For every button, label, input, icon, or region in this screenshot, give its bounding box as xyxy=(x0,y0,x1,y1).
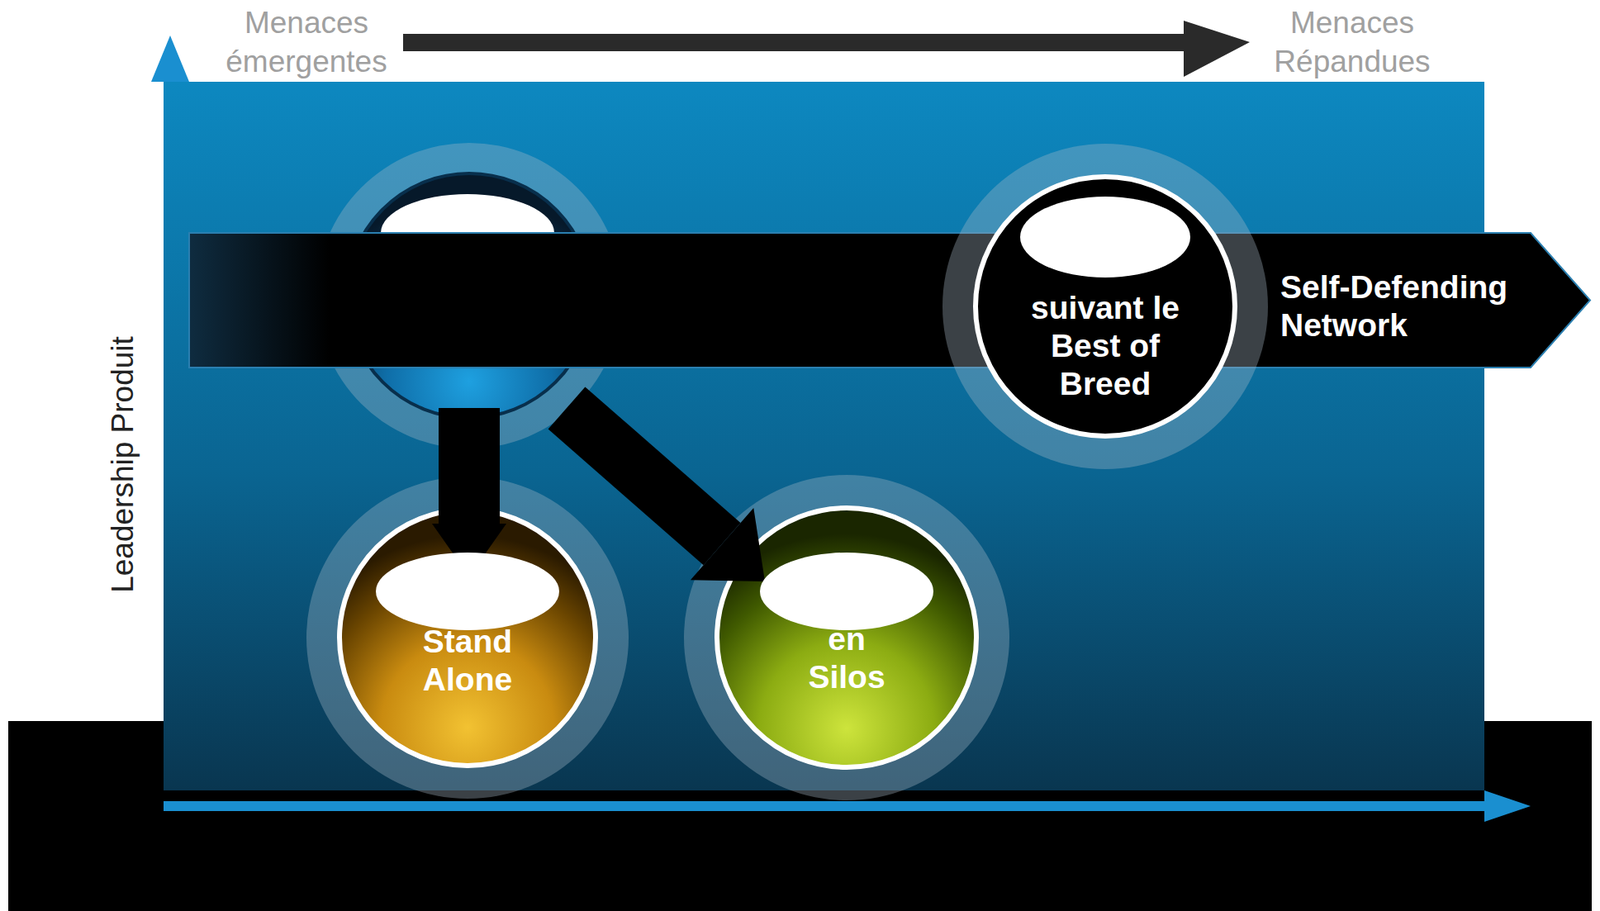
band-shape xyxy=(189,232,1591,368)
node-text: en Silos xyxy=(797,620,897,697)
down-arrow xyxy=(432,408,507,577)
axis-label: Leadership Produit xyxy=(102,336,142,594)
circle-shape xyxy=(716,508,977,768)
node-text: Self-Defending Network xyxy=(1280,268,1545,345)
arrow-head xyxy=(432,523,507,577)
white-mask xyxy=(375,552,560,631)
gold-circle: Stand Alone xyxy=(337,507,599,769)
axis-label: Menaces émergentes xyxy=(219,3,394,81)
axis-label: Menaces Répandues xyxy=(1265,3,1439,81)
circle-halo xyxy=(942,143,1268,470)
circle-shape xyxy=(975,176,1235,437)
circle-halo xyxy=(683,474,1010,801)
green-circle: en Silos xyxy=(714,505,979,770)
x-axis-line xyxy=(163,801,1490,812)
timeline-arrowhead xyxy=(1183,20,1250,77)
black-circle: suivant le Best of Breed xyxy=(973,174,1238,439)
y-axis-arrowhead xyxy=(151,35,190,82)
arrow-shaft xyxy=(438,408,500,524)
white-mask xyxy=(759,552,934,631)
blue-panel xyxy=(163,81,1485,791)
x-axis-arrowhead xyxy=(1484,790,1531,822)
node-text: Stand Alone xyxy=(405,622,530,699)
timeline-arrow-shaft xyxy=(403,33,1184,52)
circle-halo xyxy=(306,476,629,799)
circle-shape xyxy=(339,509,596,766)
arrow-band: Self-Defending Network xyxy=(189,232,1591,368)
white-mask xyxy=(1020,196,1191,278)
diagonal-arrow xyxy=(535,371,797,618)
arrow-shaft xyxy=(548,386,741,565)
node-text: suivant le Best of Breed xyxy=(1010,289,1201,404)
arrow-head xyxy=(690,508,797,618)
